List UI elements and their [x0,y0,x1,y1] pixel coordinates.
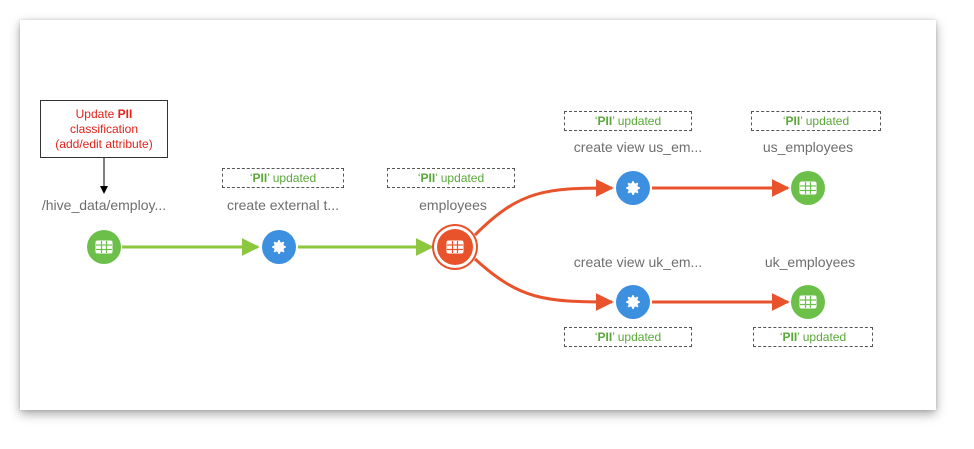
note-line1-bold: PII [117,107,133,121]
node-uk-employees[interactable] [791,285,825,319]
node-create-view-uk[interactable] [616,285,650,319]
table-icon [799,181,817,195]
pii-updated-badge: ‘PII’ updated [751,111,881,131]
gear-icon [626,181,640,195]
table-icon [446,240,464,254]
pii-updated-badge: ‘PII’ updated [222,168,344,188]
pii-updated-badge: ‘PII’ updated [387,168,515,188]
label-hive-path: /hive_data/employ... [41,197,167,213]
label-create-view-us: create view us_em... [573,139,703,155]
table-icon [799,295,817,309]
label-create-view-uk: create view uk_em... [573,254,703,270]
node-hive-path[interactable] [87,230,121,264]
note-line1-prefix: Update [75,107,118,121]
pii-updated-badge: ‘PII’ updated [564,327,692,347]
note-line2: classification [69,122,139,136]
note-line3: (add/edit attribute) [55,137,153,151]
update-pii-note: Update PII classification (add/edit attr… [40,100,168,158]
node-create-view-us[interactable] [616,171,650,205]
label-us-employees: us_employees [762,139,854,155]
edge-employees-to-create-view-uk [473,257,614,311]
gear-icon [626,295,640,309]
label-employees: employees [419,197,487,213]
gear-icon [272,240,286,254]
label-uk-employees: uk_employees [764,254,856,270]
edge-employees-to-create-view-us [473,179,614,237]
node-create-external[interactable] [262,230,296,264]
table-icon [95,240,113,254]
pii-updated-badge: ‘PII’ updated [753,327,873,347]
label-create-external: create external t... [226,197,340,213]
node-employees[interactable] [437,229,473,265]
node-us-employees[interactable] [791,171,825,205]
lineage-panel [20,20,936,410]
pii-updated-badge: ‘PII’ updated [564,111,692,131]
